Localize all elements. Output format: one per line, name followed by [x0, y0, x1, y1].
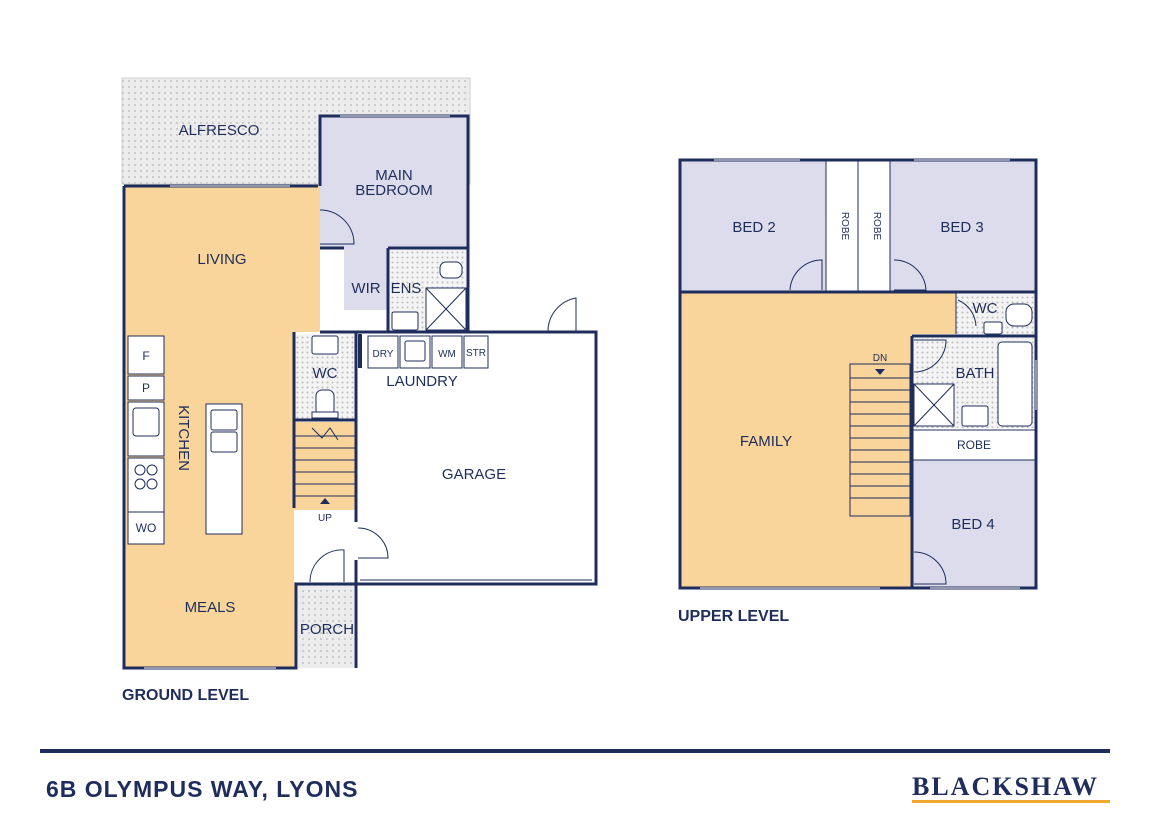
- robe-left-floor: [826, 160, 858, 292]
- robe-right-label: ROBE: [871, 212, 882, 241]
- brand-underline: [912, 800, 1110, 803]
- family-label: FAMILY: [740, 433, 792, 450]
- living-label: LIVING: [197, 251, 246, 268]
- str-box: [463, 335, 489, 369]
- fridge-label: F: [142, 349, 149, 363]
- ground-level: ALFRESCO MAIN BEDROOM LIVING WIR ENS KIT…: [121, 77, 598, 704]
- str-label: STR: [466, 348, 486, 359]
- property-address: 6B OLYMPUS WAY, LYONS: [46, 776, 359, 802]
- pantry-box: [127, 375, 165, 401]
- wc-label: WC: [313, 365, 338, 382]
- robe-right-floor: [858, 160, 890, 292]
- wir-floor: [344, 248, 388, 310]
- bed4-label: BED 4: [951, 516, 994, 533]
- wall-oven-label: WO: [136, 521, 157, 535]
- upper-level-title: UPPER LEVEL: [678, 608, 789, 625]
- hall-robe-floor: [912, 430, 1036, 460]
- fridge-box: [127, 335, 165, 375]
- wm-box: [431, 335, 463, 369]
- bed4-floor: [912, 460, 1036, 588]
- hall-robe-label: ROBE: [957, 438, 991, 452]
- meals-label: MEALS: [185, 599, 236, 616]
- main-bedroom-floor: [320, 116, 468, 248]
- bed2-label: BED 2: [732, 219, 775, 236]
- bath-label: BATH: [956, 365, 995, 382]
- ground-level-title: GROUND LEVEL: [122, 687, 249, 704]
- dryer-label: DRY: [373, 349, 394, 360]
- stairs-down-label: DN: [873, 353, 887, 364]
- upper-level: BED 2 ROBE ROBE BED 3 WC BATH FAMILY ROB…: [678, 158, 1038, 625]
- ens-label: ENS: [391, 280, 422, 297]
- bed3-floor: [890, 160, 1036, 292]
- upper-wc-label: WC: [973, 300, 998, 317]
- alfresco-label: ALFRESCO: [179, 122, 260, 139]
- wm-label: WM: [438, 349, 456, 360]
- footer-divider: [40, 749, 1110, 753]
- stairs-ground: [294, 422, 356, 510]
- kitchen-label: KITCHEN: [175, 405, 192, 471]
- cooktop-box: [127, 457, 165, 513]
- pantry-label: P: [142, 381, 150, 395]
- bed2-floor: [680, 160, 826, 292]
- laundry-label: LAUNDRY: [386, 373, 457, 390]
- wall-oven-box: [127, 511, 165, 545]
- robe-left-label: ROBE: [839, 212, 850, 241]
- stairs-up-label: UP: [318, 513, 332, 524]
- brand-logo: BLACKSHAW: [912, 772, 1100, 801]
- garage-label: GARAGE: [442, 466, 506, 483]
- main-bedroom-label-2: BEDROOM: [355, 182, 433, 199]
- wir-label: WIR: [351, 280, 380, 297]
- main-bedroom-label-1: MAIN: [375, 167, 413, 184]
- porch-label: PORCH: [300, 621, 354, 638]
- porch-floor: [298, 584, 354, 668]
- bed3-label: BED 3: [940, 219, 983, 236]
- dryer-box: [367, 335, 399, 369]
